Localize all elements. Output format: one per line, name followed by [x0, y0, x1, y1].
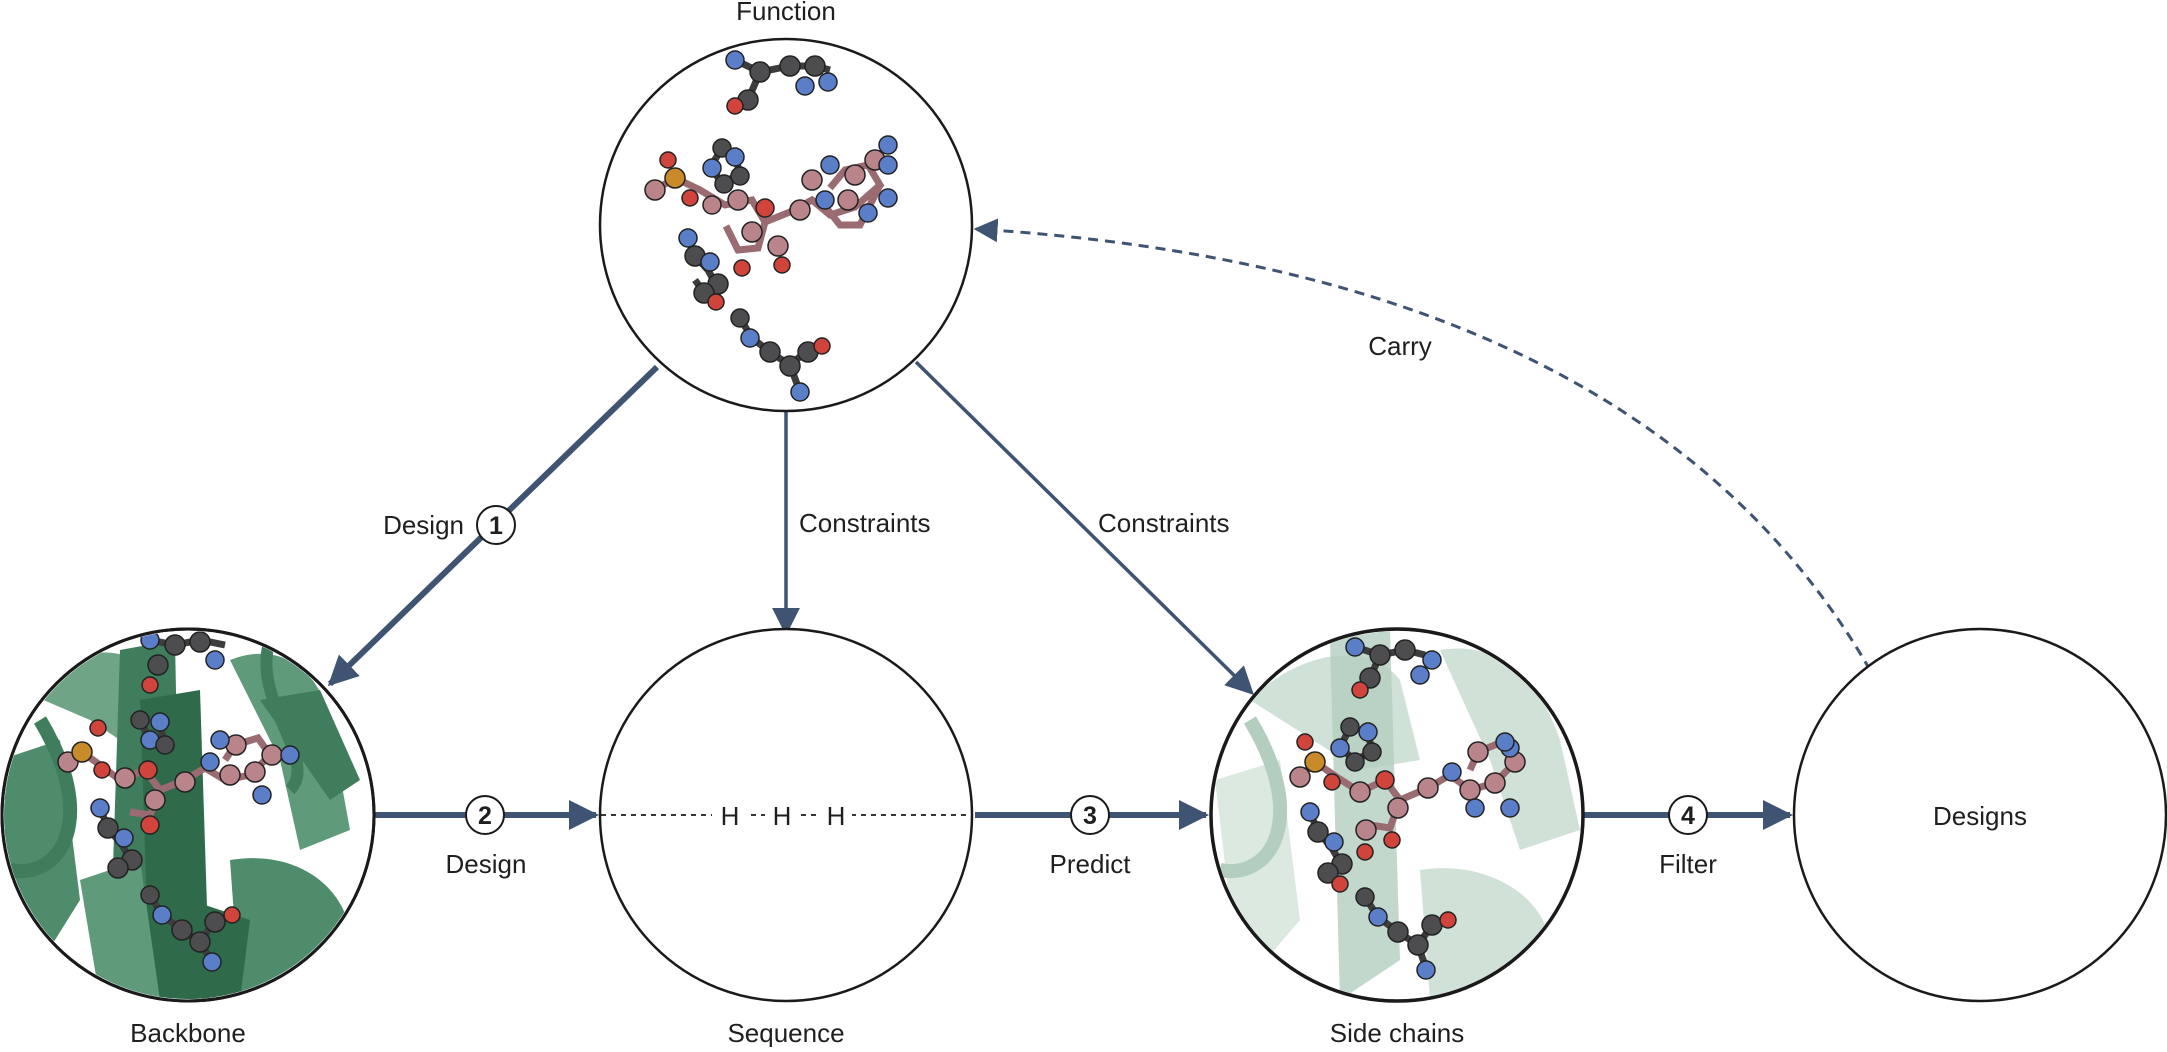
edge-label-constraints-side-chains: Constraints: [1098, 508, 1230, 538]
step-number-4: 4: [1681, 802, 1695, 830]
edge-label-filter: Filter: [1659, 849, 1717, 879]
step-badge-1: 1: [476, 505, 516, 545]
function-molecule-art: [644, 50, 898, 402]
side-chains-node: Side chains: [1209, 627, 1585, 1048]
edge-label-design-1: Design: [383, 510, 464, 540]
sequence-glyph-3: H: [827, 801, 846, 831]
edge-label-constraints-sequence: Constraints: [799, 508, 931, 538]
step-number-1: 1: [489, 512, 503, 540]
step-badge-2: 2: [465, 795, 505, 835]
edge-label-carry: Carry: [1368, 331, 1432, 361]
arrow-function-to-side-chains: [914, 360, 1254, 695]
arrow-carry-dashed: [973, 218, 1872, 671]
side-chains-label: Side chains: [1330, 1018, 1464, 1047]
sequence-glyph-1: H: [721, 801, 740, 831]
sequence-label: Sequence: [727, 1018, 844, 1047]
designs-label: Designs: [1933, 801, 2027, 831]
edge-label-design-2: Design: [446, 849, 527, 879]
sequence-glyph-2: H: [773, 801, 792, 831]
function-label: Function: [736, 0, 836, 26]
designs-node: Designs: [1792, 627, 2167, 1003]
side-chains-protein-art: [1215, 631, 1580, 999]
step-number-3: 3: [1083, 802, 1097, 830]
step-number-2: 2: [478, 802, 492, 830]
edge-label-predict: Predict: [1050, 849, 1132, 879]
function-node: Function: [598, 0, 974, 413]
backbone-node: Backbone: [0, 627, 376, 1048]
backbone-label: Backbone: [130, 1018, 246, 1047]
step-badge-4: 4: [1668, 795, 1708, 835]
step-badge-3: 3: [1070, 795, 1110, 835]
sequence-node: H H H Sequence: [598, 627, 974, 1048]
